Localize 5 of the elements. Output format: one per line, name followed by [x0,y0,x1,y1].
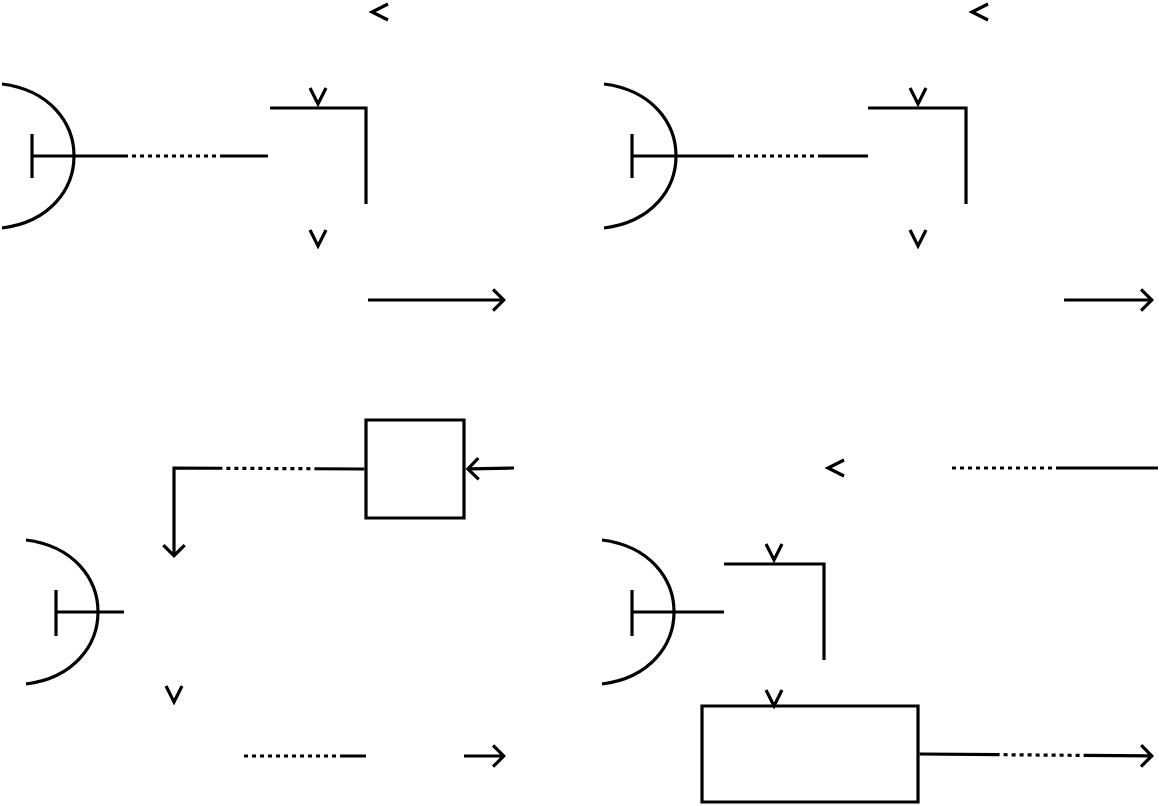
box [364,418,466,520]
arrow [919,744,1155,768]
arrow [162,466,365,558]
box [700,704,920,804]
arrow [465,457,515,481]
